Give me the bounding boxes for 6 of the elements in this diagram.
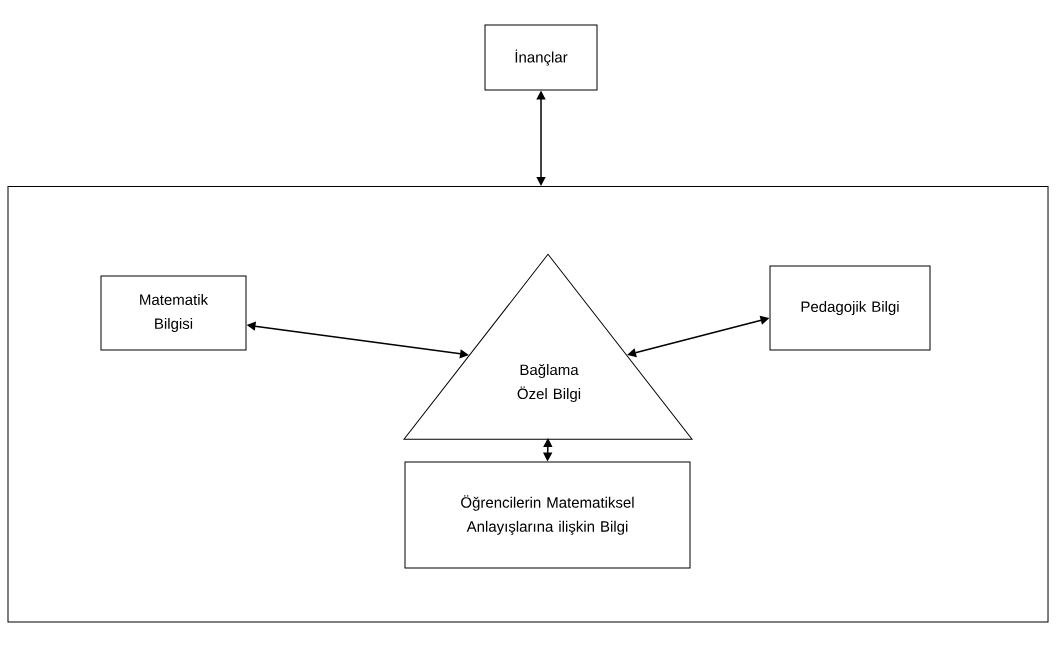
triangle-label: Bağlama Özel Bilgi bbox=[517, 363, 581, 403]
frame bbox=[7, 186, 1049, 623]
text-box: Matematik Bilgisi bbox=[100, 275, 247, 351]
text-box: İnançlar bbox=[484, 24, 598, 91]
text-box: Öğrencilerin Matematiksel Anlayışlarına ilişkin Bilgi bbox=[404, 461, 691, 569]
text-box: Pedagojik Bilgi bbox=[769, 265, 931, 351]
